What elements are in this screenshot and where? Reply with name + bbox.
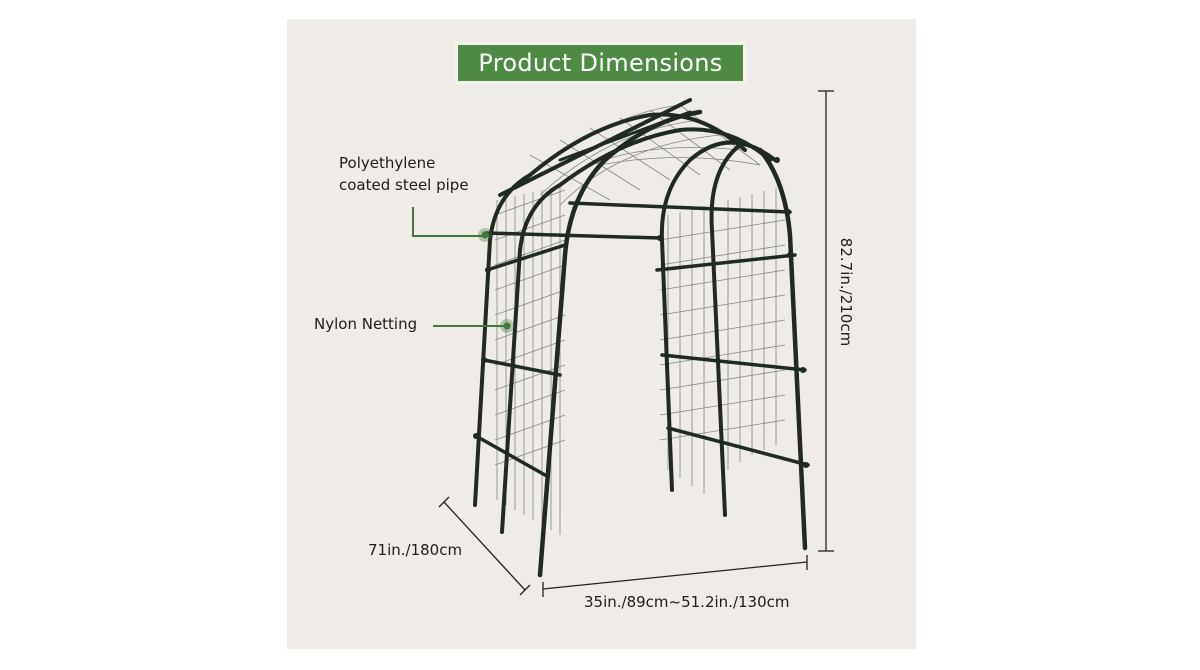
- pipe-joints: [473, 157, 809, 468]
- steel-pipe-frame: [473, 98, 810, 578]
- background-panel: [287, 19, 916, 649]
- pipe-callout-leader: [412, 207, 492, 242]
- netting-callout-leader: [433, 319, 514, 333]
- height-dimension-line: [818, 90, 834, 552]
- product-dimensions-title: Product Dimensions: [455, 42, 746, 84]
- length-dimension-line: [438, 496, 531, 596]
- height-label-wrapper: 82.7in./210cm: [834, 208, 856, 378]
- width-dimension-line: [542, 555, 808, 597]
- width-label: 35in./89cm~51.2in./130cm: [584, 593, 790, 611]
- netting-label: Nylon Netting: [314, 315, 418, 333]
- length-label: 71in./180cm: [368, 541, 463, 559]
- pipe-label: Polyethylene coated steel pipe: [339, 154, 469, 194]
- height-label: 82.7in./210cm: [837, 237, 855, 347]
